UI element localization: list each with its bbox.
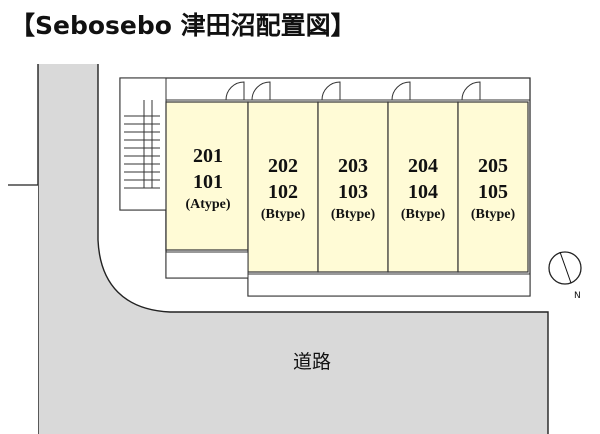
- unit-3-lower: 103: [338, 181, 368, 203]
- unit-1-upper: 201: [193, 145, 223, 167]
- unit-4-type: (Btype): [401, 207, 446, 222]
- unit-1-lower: 101: [193, 171, 223, 193]
- unit-labels: 201 101 (Atype) 202 102 (Btype) 203 103 …: [185, 145, 515, 222]
- unit-2-upper: 202: [268, 155, 298, 177]
- unit-3-upper: 203: [338, 155, 368, 177]
- unit-5-upper: 205: [478, 155, 508, 177]
- unit-4-upper: 204: [408, 155, 438, 177]
- compass-label: N: [574, 291, 581, 301]
- road: [38, 64, 548, 434]
- unit-2-type: (Btype): [261, 207, 306, 222]
- balcony-row: [247, 273, 531, 297]
- unit-205-105: [457, 101, 529, 273]
- door-icons: [225, 81, 481, 101]
- unit-4-lower: 104: [408, 181, 438, 203]
- unit-3-type: (Btype): [331, 207, 376, 222]
- compass-icon: N: [548, 251, 582, 301]
- unit-203-103: [317, 101, 389, 273]
- unit-204-104: [387, 101, 459, 273]
- road-label: 道路: [293, 351, 331, 373]
- page-title: 【Sebosebo 津田沼配置図】: [10, 11, 356, 40]
- staircase-steps: [124, 100, 160, 189]
- unit-2-lower: 102: [268, 181, 298, 203]
- unit-202-102: [247, 101, 319, 273]
- unit-5-type: (Btype): [471, 207, 516, 222]
- balcony-unit-1: [165, 251, 249, 279]
- unit-5-lower: 105: [478, 181, 508, 203]
- unit-1-type: (Atype): [185, 197, 230, 212]
- staircase: [119, 77, 167, 211]
